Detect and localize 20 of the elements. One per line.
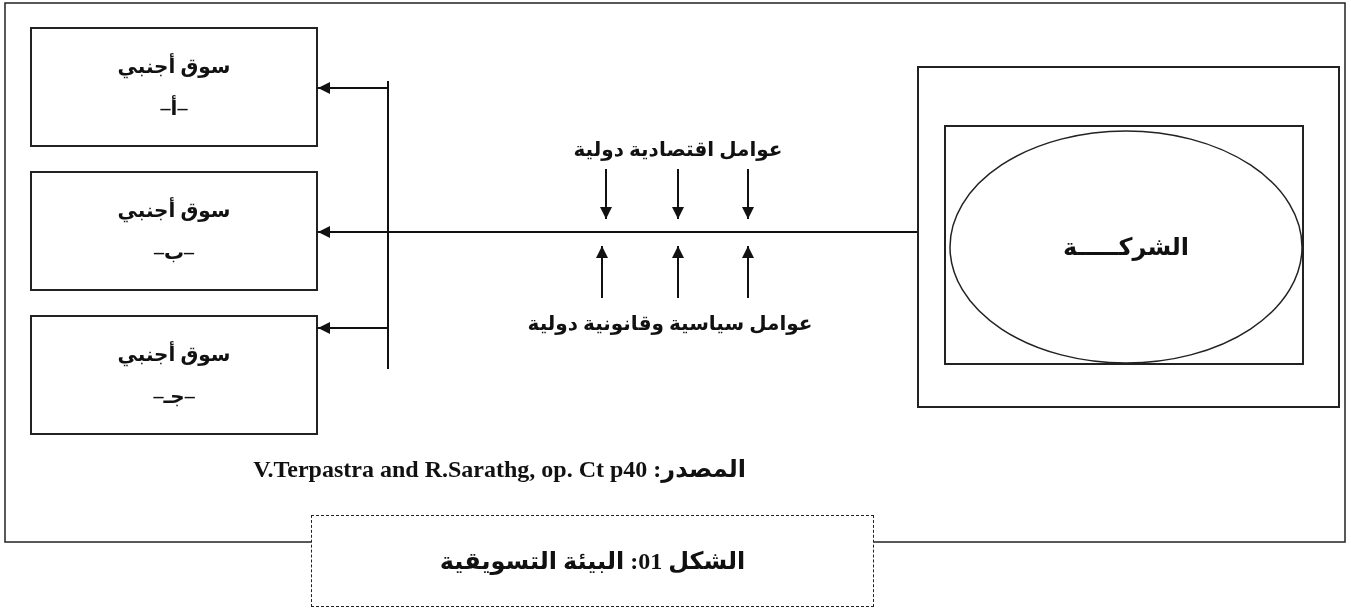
company-outer-box bbox=[917, 66, 1340, 408]
arrow bbox=[596, 245, 608, 299]
arrow bbox=[672, 168, 684, 220]
figure-caption: الشكل 01: البيئة التسويقية bbox=[311, 515, 874, 607]
node-title: سوق أجنبي bbox=[117, 54, 231, 78]
arrow bbox=[672, 245, 684, 299]
market-box bbox=[30, 27, 318, 147]
arrow bbox=[742, 245, 754, 299]
node-title: الشركـــــة bbox=[1062, 232, 1190, 262]
node-title: سوق أجنبي bbox=[117, 198, 231, 222]
market-box bbox=[30, 171, 318, 291]
node-letter: –جـ– bbox=[153, 384, 195, 408]
arrow bbox=[600, 168, 612, 220]
node-title: سوق أجنبي bbox=[117, 342, 231, 366]
market-box bbox=[30, 315, 318, 435]
node-letter: –أ– bbox=[160, 96, 188, 120]
factor-label: عوامل اقتصادية دولية bbox=[560, 133, 796, 165]
node-letter: –ب– bbox=[153, 240, 195, 264]
factor-label: عوامل سياسية وقانونية دولية bbox=[515, 306, 825, 340]
arrow bbox=[742, 168, 754, 220]
